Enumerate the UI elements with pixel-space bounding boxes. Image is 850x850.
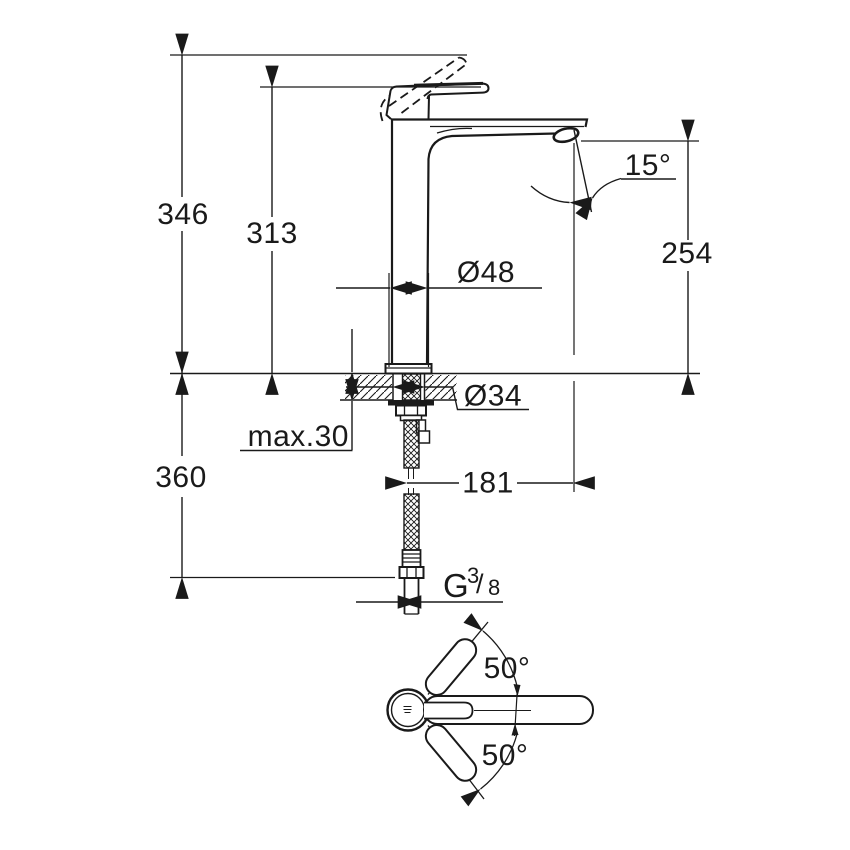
hose-nut [398, 566, 425, 579]
dim-max-deck-thickness: max.30 [240, 329, 359, 453]
handle-pivot-body [386, 688, 430, 732]
faucet-front-view: 346 313 360 max.30 Ø4 [155, 33, 713, 615]
lever-position-up [424, 638, 478, 696]
thread-denominator: 8 [488, 575, 500, 600]
thread-numerator: 3 [467, 563, 479, 588]
dim-overall-height: 346 [157, 33, 467, 395]
dim-spout-angle: 15° [530, 149, 676, 221]
dim-label-50-up: 50° [484, 652, 531, 685]
dim-spout-projection: 181 [385, 467, 595, 500]
dim-label-313: 313 [246, 217, 298, 250]
handle-lever [379, 56, 490, 122]
dim-below-deck: 360 [155, 351, 395, 599]
dim-hole-diameter: Ø34 [346, 380, 529, 413]
dim-label-254: 254 [661, 237, 713, 270]
dim-thread: G 3 / 8 [356, 563, 503, 609]
dim-label-d48: Ø48 [457, 256, 515, 289]
dim-spout-height: 254 [581, 119, 713, 395]
faucet-top-view: 50° 50° [386, 613, 594, 807]
dim-label-max30: max.30 [248, 420, 349, 453]
base-plate [384, 363, 433, 375]
spout-centerline [573, 129, 593, 492]
lever-neck [424, 701, 474, 720]
spout-outlet [552, 126, 580, 144]
dim-swing-up: 50° [463, 613, 531, 737]
thread-prefix: G [443, 567, 469, 604]
thread-slash: / [476, 569, 484, 599]
dim-label-181: 181 [462, 467, 514, 500]
brand-mark [403, 706, 412, 713]
dim-swing-down: 50° [460, 723, 529, 807]
dim-label-346: 346 [157, 198, 209, 231]
dim-label-50-down: 50° [482, 739, 529, 772]
dim-label-d34: Ø34 [464, 380, 522, 413]
faucet-body [384, 118, 589, 375]
dim-label-360: 360 [155, 461, 207, 494]
lever-position-down [424, 724, 478, 782]
dim-body-diameter: Ø48 [336, 256, 542, 367]
dim-height-to-handle: 313 [246, 65, 481, 395]
mounting-flange [388, 400, 434, 406]
mounting-nut [395, 404, 427, 417]
handle-raised-position [379, 56, 468, 122]
dim-label-15deg: 15° [625, 149, 672, 182]
